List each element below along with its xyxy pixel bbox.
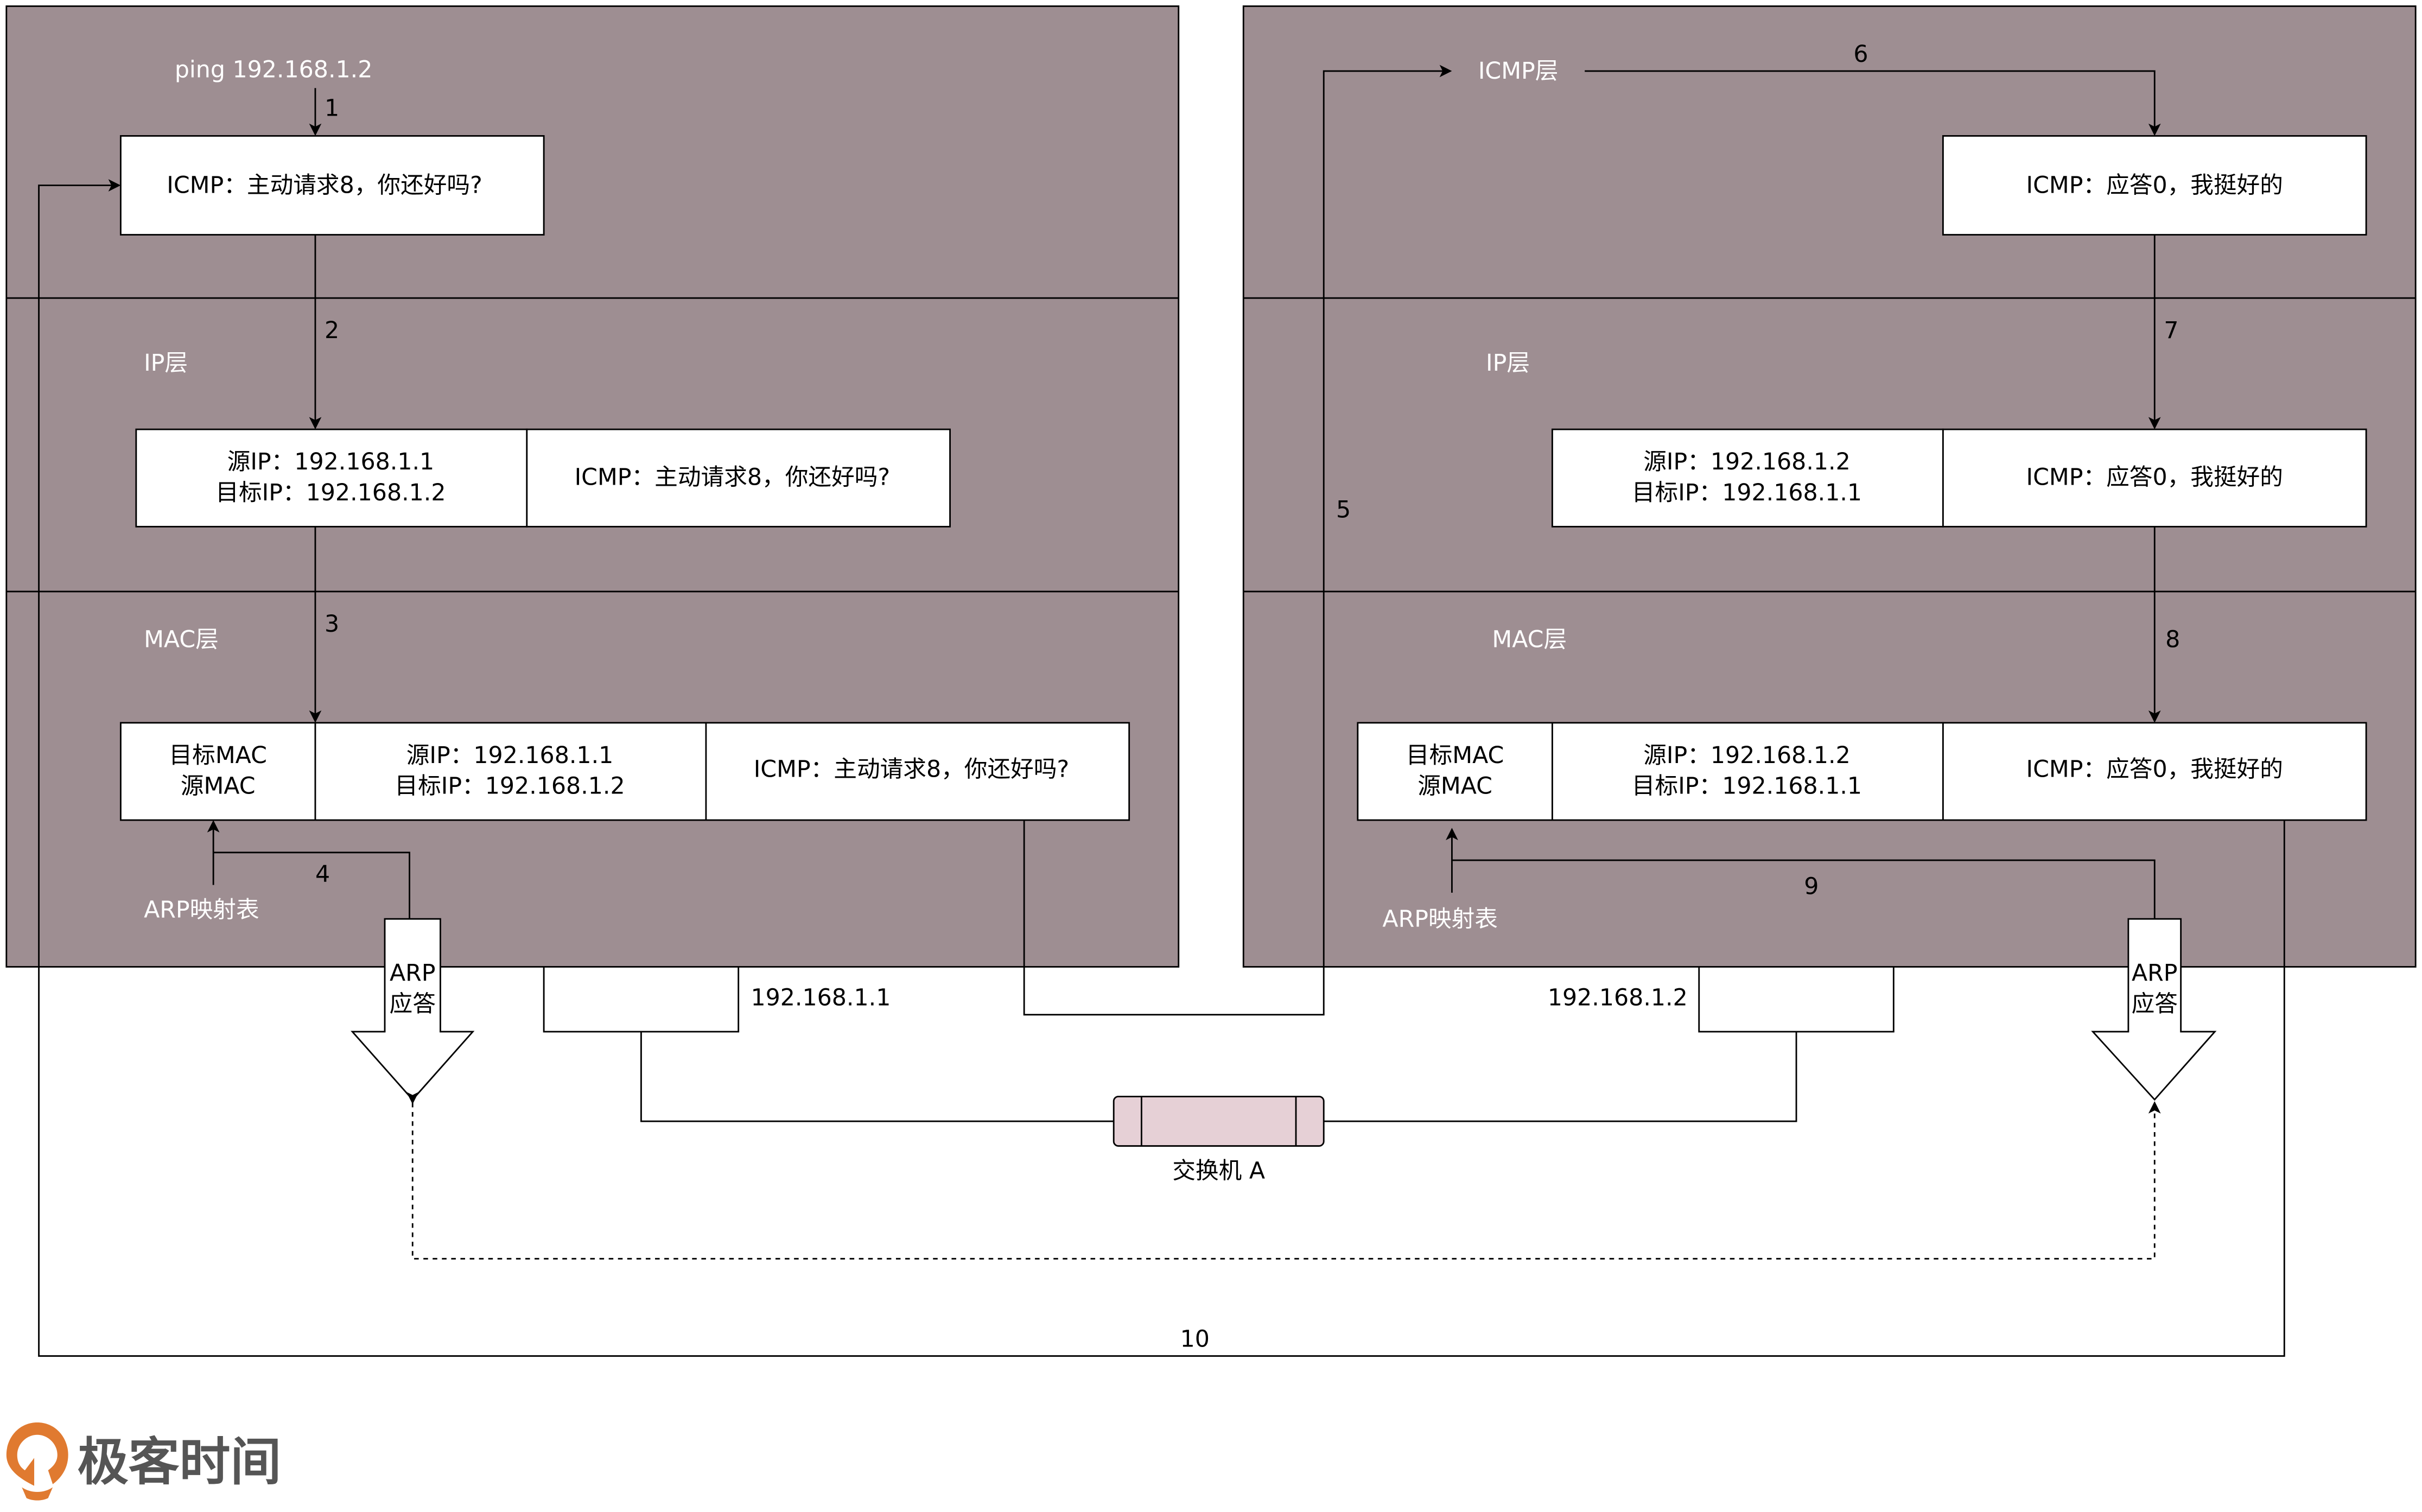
right-arp-reply-arrow bbox=[2091, 918, 2217, 1101]
switch-label: 交换机 A bbox=[1172, 1157, 1265, 1184]
step-label-8: 8 bbox=[2165, 626, 2180, 653]
left-ip-dst: 目标IP：192.168.1.2 bbox=[215, 479, 446, 506]
right-arp-reply-line2: 应答 bbox=[2132, 990, 2178, 1018]
right-ip-src: 源IP：192.168.1.2 bbox=[1643, 448, 1851, 475]
left-nic bbox=[543, 966, 740, 1033]
right-mac-layer-label: MAC层 bbox=[1492, 626, 1567, 653]
left-ip-address: 192.168.1.1 bbox=[751, 984, 891, 1012]
right-mac-icmp-box bbox=[1942, 722, 2367, 821]
step-label-3: 3 bbox=[325, 611, 339, 638]
arp-dashed-link bbox=[406, 1091, 2161, 1260]
right-ip-icmp: ICMP：应答0，我挺好的 bbox=[2026, 464, 2283, 491]
right-mac-dst-ip: 目标IP：192.168.1.1 bbox=[1632, 773, 1862, 800]
left-mac-icmp: ICMP：主动请求8，你还好吗? bbox=[754, 755, 1069, 783]
left-icmp-box bbox=[119, 135, 545, 236]
right-icmp-text: ICMP：应答0，我挺好的 bbox=[2026, 172, 2283, 199]
left-arp-reply-arrow bbox=[351, 918, 475, 1101]
right-mac-ip-box bbox=[1551, 722, 1944, 821]
left-ip-payload-box bbox=[526, 428, 951, 528]
step-label-7: 7 bbox=[2164, 317, 2178, 344]
arrow-step-5 bbox=[1023, 65, 1452, 1016]
right-icmp-box bbox=[1942, 135, 2367, 236]
step-label-10: 10 bbox=[1180, 1326, 1210, 1353]
right-ip-address: 192.168.1.2 bbox=[1548, 984, 1688, 1012]
right-ip-layer-label: IP层 bbox=[1486, 350, 1530, 377]
left-icmp-text: ICMP：主动请求8，你还好吗? bbox=[167, 172, 482, 199]
step-label-9: 9 bbox=[1804, 873, 1819, 900]
left-mac-layer-label: MAC层 bbox=[144, 626, 219, 653]
right-cable bbox=[1324, 1031, 1797, 1122]
step-label-1: 1 bbox=[325, 94, 339, 122]
right-ip-payload-box bbox=[1942, 428, 2367, 528]
arrow-step-4 bbox=[213, 852, 410, 919]
right-ip-dst: 目标IP：192.168.1.1 bbox=[1632, 479, 1862, 506]
step-label-6: 6 bbox=[1853, 41, 1868, 68]
left-dst-mac: 目标MAC bbox=[169, 742, 266, 769]
step-label-5: 5 bbox=[1336, 496, 1351, 523]
right-nic bbox=[1698, 966, 1895, 1033]
left-ip-layer-label: IP层 bbox=[144, 350, 188, 377]
right-arp-table-label: ARP映射表 bbox=[1382, 905, 1498, 932]
left-mac-icmp-box bbox=[705, 722, 1130, 821]
left-arp-table-label: ARP映射表 bbox=[144, 896, 259, 923]
arrow-step-10 bbox=[38, 179, 2285, 1357]
left-ip-icmp: ICMP：主动请求8，你还好吗? bbox=[575, 464, 890, 491]
left-ip-src: 源IP：192.168.1.1 bbox=[227, 448, 435, 475]
left-src-mac: 源MAC bbox=[181, 773, 256, 800]
left-arp-reply-line2: 应答 bbox=[390, 990, 436, 1018]
left-cable bbox=[640, 1031, 1114, 1122]
arrow-step-9 bbox=[1452, 859, 2156, 919]
left-arp-reply-line1: ARP bbox=[390, 960, 436, 987]
left-mac-ip-box bbox=[314, 722, 707, 821]
right-mac-header-box bbox=[1357, 722, 1553, 821]
left-mac-dst-ip: 目标IP：192.168.1.2 bbox=[395, 773, 625, 800]
step-label-2: 2 bbox=[325, 317, 339, 344]
ping-command: ping 192.168.1.2 bbox=[175, 56, 373, 83]
logo-text: 极客时间 bbox=[78, 1433, 282, 1492]
left-mac-header-box bbox=[119, 722, 316, 821]
right-src-mac: 源MAC bbox=[1417, 773, 1492, 800]
geektime-logo: 极客时间 bbox=[6, 1422, 282, 1501]
switch-a bbox=[1113, 1096, 1325, 1147]
right-arp-reply-line1: ARP bbox=[2132, 960, 2178, 987]
right-ip-header-box bbox=[1551, 428, 1944, 528]
right-mac-src-ip: 源IP：192.168.1.2 bbox=[1643, 742, 1851, 769]
right-dst-mac: 目标MAC bbox=[1406, 742, 1504, 769]
left-ip-header-box bbox=[135, 428, 528, 528]
right-mac-icmp: ICMP：应答0，我挺好的 bbox=[2026, 755, 2283, 783]
step-label-4: 4 bbox=[315, 861, 330, 888]
right-icmp-layer-label: ICMP层 bbox=[1478, 58, 1559, 85]
arrow-step-6 bbox=[1585, 70, 2161, 136]
left-mac-src-ip: 源IP：192.168.1.1 bbox=[406, 742, 614, 769]
